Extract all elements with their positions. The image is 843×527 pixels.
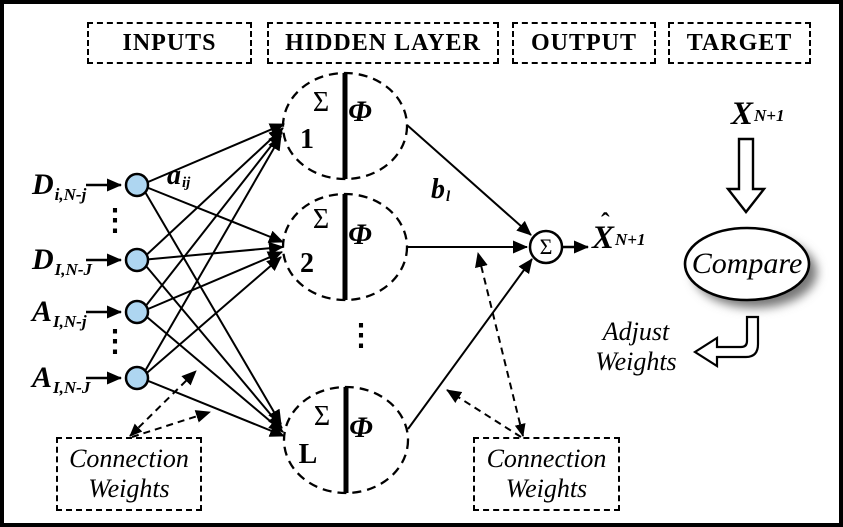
weight-a-base: a xyxy=(167,160,181,191)
input-node-3 xyxy=(124,299,150,325)
weight-label-b-l: b l xyxy=(431,174,451,205)
neuron-2-label: 2 xyxy=(300,248,314,279)
header-target-label: TARGET xyxy=(686,29,793,56)
connection-weights-box-left: Connection Weights xyxy=(56,437,202,511)
neuron-2-activation: Φ xyxy=(348,218,372,251)
adjust-return-arrow-icon xyxy=(692,315,760,369)
cw-right-line1: Connection xyxy=(486,444,607,473)
input-label-2-base: D xyxy=(32,243,54,276)
input-label-3: A I,N-j xyxy=(32,290,87,334)
input-label-4-base: A xyxy=(32,361,53,394)
neuron-2-sum: Σ xyxy=(312,204,330,235)
input-label-4-sub: I,N-J xyxy=(53,377,91,397)
input-hidden-connections xyxy=(140,123,285,437)
neuron-1-activation: Φ xyxy=(348,95,372,128)
neuron-L-sum: Σ xyxy=(313,401,331,432)
cw-right-line2: Weights xyxy=(505,474,588,503)
target-actual-base: X xyxy=(731,96,754,132)
weight-label-a-ij: a ij xyxy=(167,160,191,191)
neuron-L-label: L xyxy=(298,439,318,470)
output-sum-circle xyxy=(528,229,564,265)
output-estimate-sub: N+1 xyxy=(615,230,646,249)
input-label-3-sub: I,N-j xyxy=(53,311,87,331)
output-sum-symbol: Σ xyxy=(539,234,553,259)
adjust-weights-label: Adjust Weights xyxy=(574,317,698,377)
compare-ellipse xyxy=(683,226,811,302)
header-hidden-label: HIDDEN LAYER xyxy=(285,29,481,56)
neuron-1-label: 1 xyxy=(300,124,314,155)
input-label-arrows xyxy=(86,178,122,385)
connection-weights-box-right: Connection Weights xyxy=(473,437,620,511)
weight-a-sub: ij xyxy=(182,175,191,191)
target-actual-label: X N+1 xyxy=(731,98,784,131)
hidden-output-connections xyxy=(406,124,533,430)
target-actual-sub: N+1 xyxy=(754,106,785,125)
header-box-hidden-layer: HIDDEN LAYER xyxy=(267,22,499,64)
output-estimate-base: X xyxy=(592,220,615,256)
header-box-inputs: INPUTS xyxy=(87,22,252,64)
header-output-label: OUTPUT xyxy=(530,29,637,56)
neuron-L-activation: Φ xyxy=(349,411,373,444)
adjust-line1: Adjust xyxy=(602,317,670,346)
weight-b-sub: l xyxy=(446,189,451,205)
target-down-arrow-icon xyxy=(725,137,767,214)
header-box-target: TARGET xyxy=(668,22,811,64)
hidden-ellipsis: ⋮ xyxy=(346,319,376,352)
input-label-1-base: D xyxy=(32,168,54,201)
input-node-1 xyxy=(124,172,150,198)
input-label-1: D i,N-j xyxy=(32,163,86,207)
neuron-divider-bars xyxy=(342,73,349,493)
cw-left-line1: Connection xyxy=(69,444,189,473)
input-label-4: A I,N-J xyxy=(32,356,90,400)
input-label-2-sub: I,N-J xyxy=(54,259,92,279)
input-label-1-sub: i,N-j xyxy=(54,184,87,204)
output-estimate-label: ˆ X N+1 xyxy=(592,208,645,256)
header-box-output: OUTPUT xyxy=(512,22,656,64)
input-ellipsis-top: ⋮ xyxy=(100,204,130,237)
adjust-line2: Weights xyxy=(595,347,677,376)
weight-pointer-arrows xyxy=(129,252,526,438)
neuron-1-sum: Σ xyxy=(312,87,330,118)
compare-label: Compare xyxy=(691,247,803,280)
header-inputs-label: INPUTS xyxy=(122,29,217,56)
output-estimate-hat: ˆ xyxy=(601,208,610,237)
input-node-2 xyxy=(124,247,150,273)
weight-b-base: b xyxy=(431,174,445,205)
cw-left-line2: Weights xyxy=(88,474,170,503)
input-ellipsis-bottom: ⋮ xyxy=(100,325,130,358)
input-nodes xyxy=(124,172,150,391)
input-label-3-base: A xyxy=(32,295,53,328)
input-label-2: D I,N-J xyxy=(32,238,92,282)
input-node-4 xyxy=(124,365,150,391)
